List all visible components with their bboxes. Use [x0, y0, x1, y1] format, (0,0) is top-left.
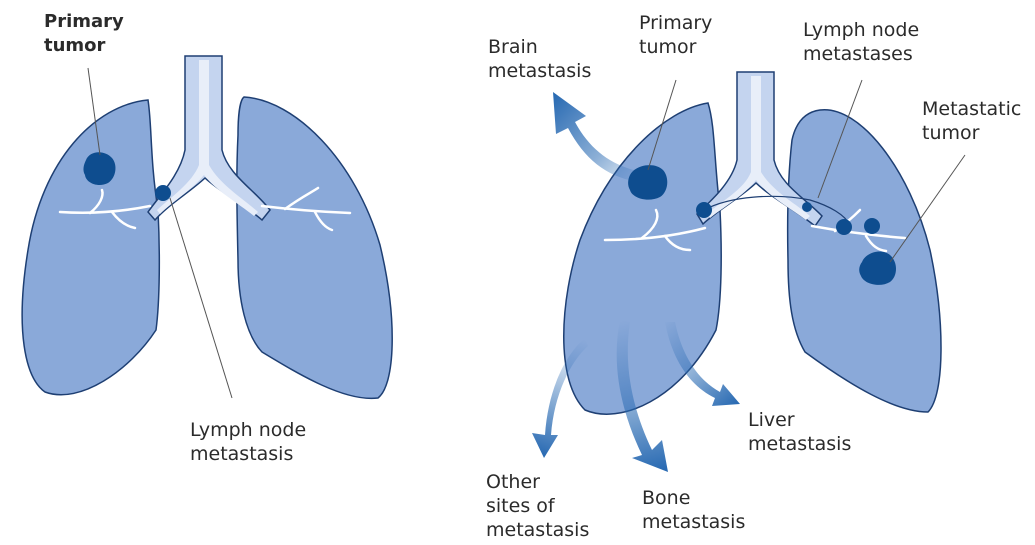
- label-left-lymph-node-metastasis: Lymph node metastasis: [190, 418, 306, 466]
- label-lymph-node-metastases: Lymph node metastases: [803, 18, 919, 66]
- right-lymph-node-tumor-4: [864, 218, 880, 234]
- label-other-sites-of-metastasis: Other sites of metastasis: [486, 470, 589, 542]
- label-liver-metastasis: Liver metastasis: [748, 408, 851, 456]
- label-right-primary-tumor: Primary tumor: [639, 11, 712, 59]
- left-lymph-node-tumor: [155, 185, 171, 201]
- label-metastatic-tumor: Metastatic tumor: [922, 97, 1021, 145]
- brain-arrow: [553, 92, 642, 182]
- right-lymph-node-tumor-1: [696, 202, 712, 218]
- right-lymph-node-tumor-2: [802, 202, 812, 212]
- label-left-primary-tumor: Primary tumor: [44, 10, 124, 58]
- left-primary-tumor: [83, 152, 115, 185]
- right-primary-tumor: [628, 165, 667, 200]
- left-panel-right-lung: [22, 100, 159, 395]
- label-bone-metastasis: Bone metastasis: [642, 486, 745, 534]
- left-panel-left-lung: [237, 97, 392, 398]
- right-lymph-node-tumor-3: [836, 219, 852, 235]
- label-brain-metastasis: Brain metastasis: [488, 35, 591, 83]
